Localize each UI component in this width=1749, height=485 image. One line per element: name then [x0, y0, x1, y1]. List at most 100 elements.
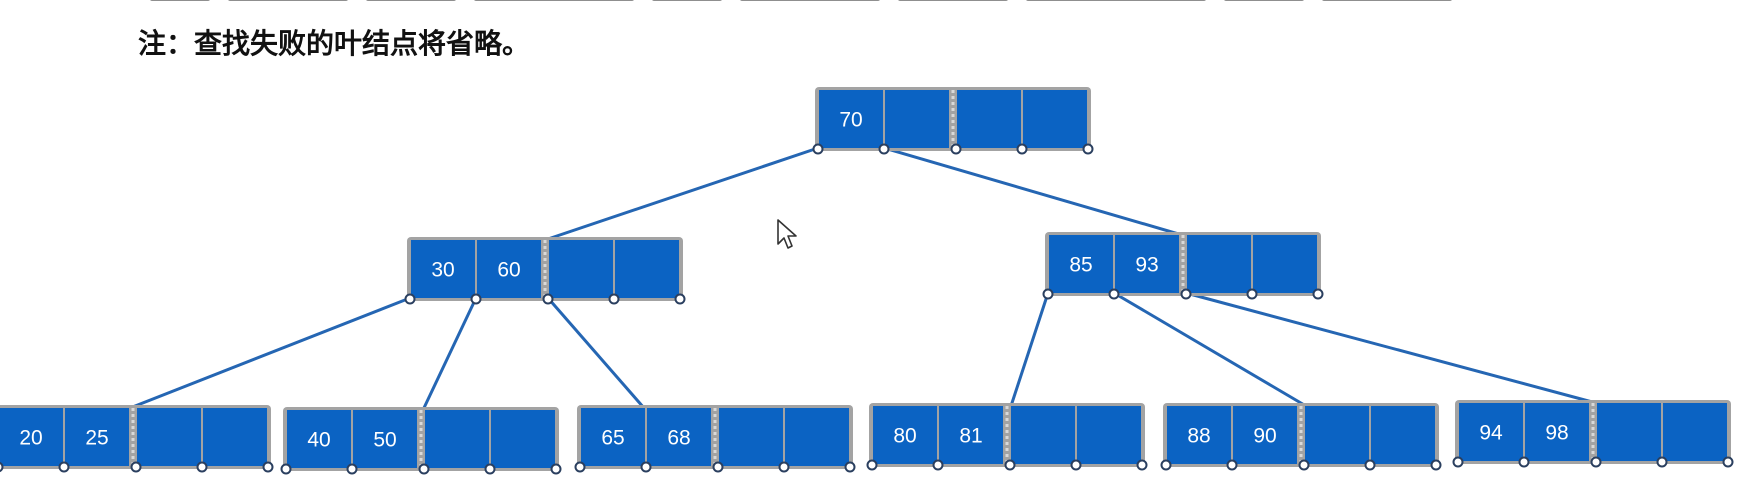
pointer-dot	[608, 293, 620, 305]
key-cell	[203, 408, 267, 466]
pointer-dot	[1656, 456, 1668, 468]
node-leaf2: 40 50	[280, 407, 562, 475]
key-cell	[1077, 406, 1141, 464]
key-cell	[477, 240, 541, 298]
key-label: 70	[839, 109, 862, 132]
pointer-dot	[574, 461, 586, 473]
pointer-dot	[950, 143, 962, 155]
edge-left-leaf3	[546, 297, 646, 409]
node-frame	[1455, 400, 1731, 464]
key-label: 90	[1253, 425, 1276, 448]
key-cell	[287, 410, 351, 468]
note-text: 注：查找失败的叶结点将省略。	[138, 27, 531, 60]
node-frame	[1163, 403, 1439, 467]
node-leaf5: 88 90	[1160, 403, 1442, 471]
key-cell	[1023, 90, 1087, 148]
key-cell	[1597, 403, 1661, 461]
pointer-dot	[418, 463, 430, 475]
key-cell	[411, 240, 475, 298]
pointer-dot	[280, 463, 292, 475]
node-left: 30 60	[404, 237, 686, 305]
key-cell	[885, 90, 949, 148]
key-label: 94	[1479, 422, 1503, 445]
key-cell	[1011, 406, 1075, 464]
key-cell	[0, 408, 63, 466]
node-leaf4: 80 81	[866, 403, 1148, 471]
pointer-dot	[262, 461, 274, 473]
key-cell	[491, 410, 555, 468]
key-label: 93	[1135, 254, 1158, 277]
mouse-cursor-icon	[777, 219, 797, 249]
node-frame	[283, 407, 559, 471]
pointer-dot	[470, 293, 482, 305]
key-cell	[1371, 406, 1435, 464]
pointer-dot	[878, 143, 890, 155]
pointer-dot	[778, 461, 790, 473]
key-label: 40	[307, 429, 330, 452]
edge-root-right	[883, 146, 1183, 237]
node-frame	[407, 237, 683, 301]
pointer-dot	[1070, 459, 1082, 471]
edge-right-leaf5	[1113, 291, 1307, 408]
key-cell	[1305, 406, 1369, 464]
pointer-dot	[1452, 456, 1464, 468]
pointer-dot	[1108, 288, 1120, 300]
pointer-dot	[196, 461, 208, 473]
key-cell	[1525, 403, 1589, 461]
key-cell	[1663, 403, 1727, 461]
key-cell	[957, 90, 1021, 148]
key-label: 65	[601, 427, 624, 450]
pointer-dot	[1246, 288, 1258, 300]
pointer-dot	[1312, 288, 1324, 300]
key-label: 20	[19, 427, 42, 450]
key-label: 25	[85, 427, 108, 450]
key-cell	[65, 408, 129, 466]
pointer-dot	[712, 461, 724, 473]
edges-layer	[129, 146, 1597, 411]
key-label: 80	[893, 425, 916, 448]
pointer-dot	[1430, 459, 1442, 471]
pointer-dot	[130, 461, 142, 473]
pointer-dot	[404, 293, 416, 305]
edge-left-leaf1	[129, 296, 411, 410]
key-cell	[785, 408, 849, 466]
key-cell	[1167, 406, 1231, 464]
key-label: 60	[497, 259, 520, 282]
edge-root-left	[544, 146, 819, 242]
pointer-dot	[1082, 143, 1094, 155]
key-cell	[353, 410, 417, 468]
key-cell	[137, 408, 201, 466]
pointer-dot	[812, 143, 824, 155]
pointer-dot	[1722, 456, 1734, 468]
pointer-dot	[1042, 288, 1054, 300]
edge-left-leaf2	[421, 297, 478, 411]
pointer-dot	[484, 463, 496, 475]
node-root: 70	[812, 87, 1094, 155]
key-label: 30	[431, 259, 454, 282]
key-cell	[719, 408, 783, 466]
pointer-dot	[1136, 459, 1148, 471]
cropped-text-line	[150, 0, 1550, 2]
node-right: 85 93	[1042, 232, 1324, 300]
pointer-dot	[674, 293, 686, 305]
key-cell	[873, 406, 937, 464]
key-label: 88	[1187, 425, 1210, 448]
key-label: 68	[667, 427, 690, 450]
pointer-dot	[640, 461, 652, 473]
key-cell	[549, 240, 613, 298]
key-cell	[1187, 235, 1251, 293]
node-frame	[577, 405, 853, 469]
key-label: 85	[1069, 254, 1092, 277]
pointer-dot	[1180, 288, 1192, 300]
pointer-dot	[866, 459, 878, 471]
pointer-dot	[550, 463, 562, 475]
key-label: 81	[959, 425, 982, 448]
key-label: 98	[1545, 422, 1568, 445]
node-leaf6: 94 98	[1452, 400, 1734, 468]
key-cell	[1459, 403, 1523, 461]
key-label: 50	[373, 429, 396, 452]
pointer-dot	[58, 461, 70, 473]
